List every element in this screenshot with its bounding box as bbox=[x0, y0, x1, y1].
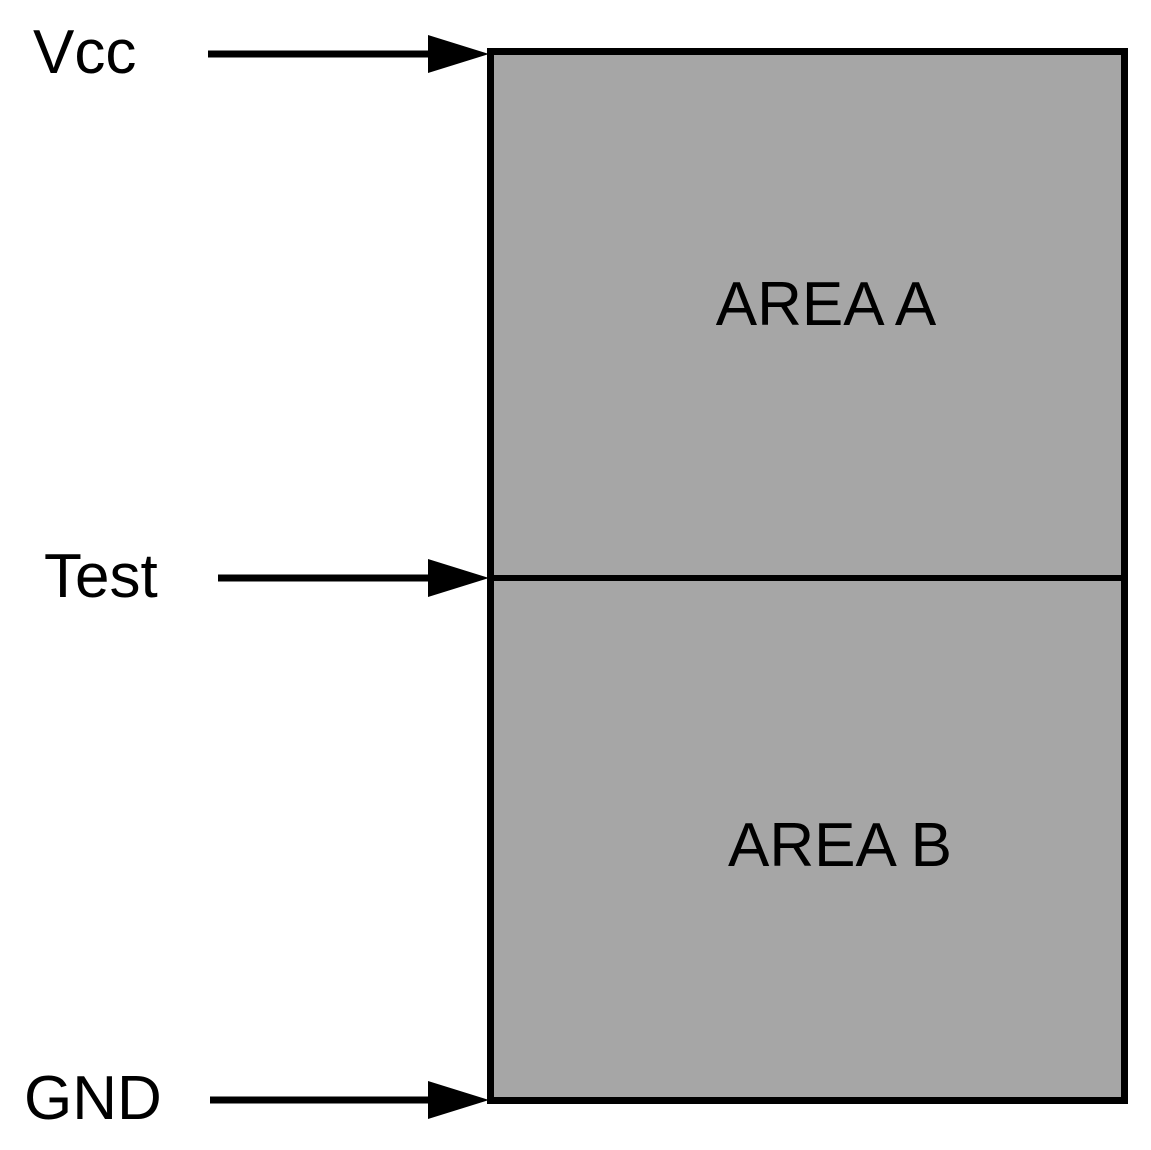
gnd-arrow-head bbox=[428, 1081, 489, 1119]
test-arrow-head bbox=[428, 559, 489, 597]
area-label-b: AREA B bbox=[728, 811, 952, 880]
port-label-gnd: GND bbox=[24, 1064, 162, 1133]
port-label-vcc: Vcc bbox=[33, 18, 137, 87]
test-arrow bbox=[218, 559, 489, 597]
vcc-arrow bbox=[208, 35, 489, 73]
port-label-test: Test bbox=[44, 542, 158, 611]
area-label-a: AREA A bbox=[715, 270, 937, 339]
vcc-arrow-head bbox=[428, 35, 489, 73]
gnd-arrow bbox=[210, 1081, 489, 1119]
